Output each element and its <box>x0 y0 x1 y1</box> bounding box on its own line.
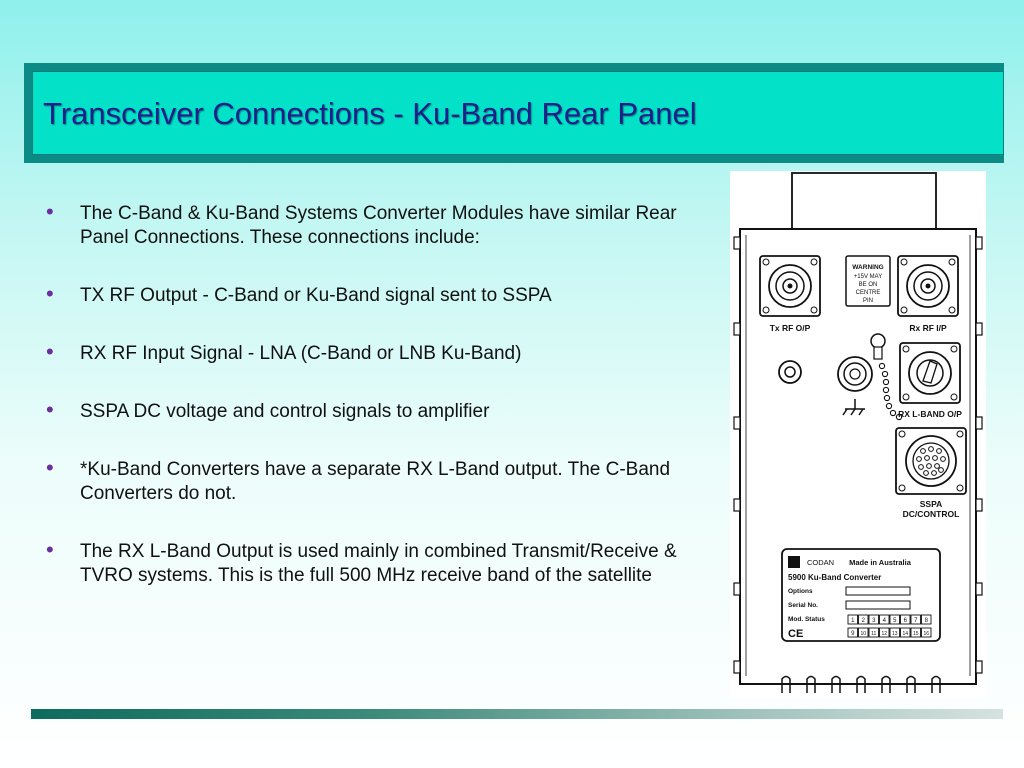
mod-status-number: 6 <box>904 618 908 624</box>
mod-status-box <box>868 627 879 638</box>
plate-options-field <box>845 586 911 596</box>
mod-status-number: 8 <box>925 618 929 624</box>
rear-panel-drawing: Tx RF O/P WARNING +15V MAY BE ON CENTRE … <box>730 171 986 698</box>
mod-status-number: 5 <box>893 618 897 624</box>
mod-status-number: 12 <box>881 631 887 637</box>
mod-status-box <box>910 614 921 625</box>
plate-options-label: Options <box>788 588 813 595</box>
bullet-marker: • <box>46 537 54 562</box>
tx-rf-label: Tx RF O/P <box>770 323 811 333</box>
bullet-item: • *Ku-Band Converters have a separate RX … <box>46 455 714 506</box>
mod-status-number: 14 <box>902 631 908 637</box>
bullet-item: • The RX L-Band Output is used mainly in … <box>46 537 714 588</box>
plate-serial-field <box>845 600 911 610</box>
bullet-text: The RX L-Band Output is used mainly in c… <box>80 541 677 586</box>
ground-stud <box>837 356 873 392</box>
bullet-text: The C-Band & Ku-Band Systems Converter M… <box>80 203 677 248</box>
mod-status-box <box>858 614 869 625</box>
warning-line: WARNING <box>852 264 883 271</box>
mod-status-box <box>900 614 911 625</box>
mod-status-number: 9 <box>851 631 855 637</box>
bullet-text: *Ku-Band Converters have a separate RX L… <box>80 459 671 504</box>
bullet-item: • TX RF Output - C-Band or Ku-Band signal… <box>46 281 714 308</box>
warning-line: PIN <box>863 298 873 304</box>
bullet-marker: • <box>46 339 54 364</box>
warning-line: BE ON <box>859 282 878 288</box>
warning-plate: WARNING +15V MAY BE ON CENTRE PIN <box>845 255 891 307</box>
mod-status-box <box>921 627 932 638</box>
bullet-item: • RX RF Input Signal - LNA (C-Band or LNB… <box>46 339 714 366</box>
plate-model: 5900 Ku-Band Converter <box>788 573 881 582</box>
bullet-text: TX RF Output - C-Band or Ku-Band signal … <box>80 285 552 306</box>
warning-line: CENTRE <box>856 290 881 296</box>
mod-status-number: 16 <box>923 631 929 637</box>
mod-status-box <box>879 614 890 625</box>
dust-cap <box>870 333 886 360</box>
bullet-text: RX RF Input Signal - LNA (C-Band or LNB … <box>80 343 522 364</box>
mod-status-box <box>889 614 900 625</box>
rx-rf-label: Rx RF I/P <box>909 323 947 333</box>
bullet-marker: • <box>46 455 54 480</box>
mod-status-number: 2 <box>862 618 866 624</box>
mod-status-number: 4 <box>883 618 887 624</box>
bullet-marker: • <box>46 199 54 224</box>
side-tabs <box>733 236 983 674</box>
plate-serial-label: Serial No. <box>788 602 818 609</box>
bullet-marker: • <box>46 281 54 306</box>
tx-rf-connector <box>759 255 821 317</box>
bullet-list: • The C-Band & Ku-Band Systems Converter … <box>46 199 714 622</box>
warning-line: +15V MAY <box>854 274 882 280</box>
mod-status-box <box>858 627 869 638</box>
dust-cap-chain <box>878 362 903 421</box>
mod-status-box <box>900 627 911 638</box>
mod-status-number: 1 <box>851 618 855 624</box>
rx-rf-connector <box>897 255 959 317</box>
mod-status-number: 15 <box>913 631 919 637</box>
bullet-item: • SSPA DC voltage and control signals to … <box>46 397 714 424</box>
mod-status-box <box>921 614 932 625</box>
sspa-label: DC/CONTROL <box>903 509 960 519</box>
mod-status-number: 13 <box>892 631 898 637</box>
mod-status-box <box>910 627 921 638</box>
ground-icon <box>842 399 865 416</box>
bullet-item: • The C-Band & Ku-Band Systems Converter … <box>46 199 714 250</box>
mod-status-box <box>847 614 858 625</box>
cooling-slots <box>781 675 941 693</box>
mod-status-number: 3 <box>872 618 876 624</box>
mounting-block <box>791 172 937 230</box>
rear-panel-svg: Tx RF O/P WARNING +15V MAY BE ON CENTRE … <box>733 172 983 693</box>
plate-mod-status-label: Mod. Status <box>788 616 825 623</box>
mod-status-box <box>889 627 900 638</box>
title-panel: Transceiver Connections - Ku-Band Rear P… <box>32 71 1004 155</box>
title-bar: Transceiver Connections - Ku-Band Rear P… <box>24 63 1004 163</box>
slide-title: Transceiver Connections - Ku-Band Rear P… <box>43 96 697 131</box>
sspa-label: SSPA <box>920 499 943 509</box>
rx-lband-label: RX L-BAND O/P <box>898 409 962 419</box>
mod-status-box <box>847 627 858 638</box>
bottom-rule <box>31 709 1003 719</box>
bullet-marker: • <box>46 397 54 422</box>
codan-logo-icon <box>788 556 800 568</box>
rx-lband-connector <box>899 342 961 404</box>
panel-screw <box>778 360 802 384</box>
mod-status-number: 10 <box>860 631 866 637</box>
mod-status-number: 7 <box>914 618 918 624</box>
plate-brand: CODAN <box>807 558 834 567</box>
sspa-connector <box>895 427 967 495</box>
mod-status-number: 11 <box>871 631 876 637</box>
mod-status-box <box>868 614 879 625</box>
plate-made-in: Made in Australia <box>849 558 912 567</box>
bullet-text: SSPA DC voltage and control signals to a… <box>80 401 490 422</box>
nameplate: CODAN Made in Australia 5900 Ku-Band Con… <box>781 548 941 642</box>
mod-status-box <box>879 627 890 638</box>
ce-mark: CE <box>788 628 803 640</box>
